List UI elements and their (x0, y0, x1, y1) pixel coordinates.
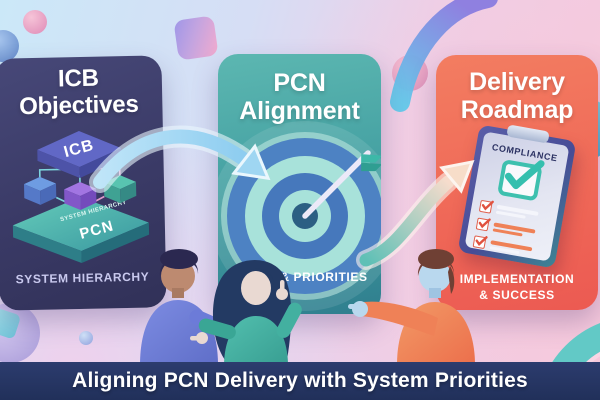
panel-pcn-title-line2: Alignment (239, 97, 360, 125)
panel-delivery-title-line2: Roadmap (460, 96, 574, 124)
person-blue-shirt (140, 249, 233, 365)
big-checkbox-icon (497, 159, 545, 202)
panel-delivery-title: Delivery Roadmap (436, 55, 598, 124)
raised-arm (276, 302, 302, 338)
pink-sphere-decoration (23, 10, 47, 34)
panel-delivery-caption: IMPLEMENTATION & SUCCESS (436, 271, 598, 303)
reaching-arm (361, 301, 438, 336)
red-check-icon (472, 235, 488, 250)
clipboard-paper: COMPLIANCE (464, 131, 570, 262)
panel-pcn-title-line1: PCN (273, 69, 326, 97)
person-teal-top-woman (190, 260, 302, 366)
pink-sphere-decoration (392, 55, 428, 91)
checklist-rows (465, 198, 558, 260)
panel-icb-title: ICB Objectives (0, 55, 163, 121)
panel-pcn-title: PCN Alignment (218, 54, 381, 125)
person-orange-shirt (348, 249, 475, 365)
small-sphere-decoration (79, 331, 93, 345)
red-check-icon (475, 217, 491, 232)
bottom-banner: Aligning PCN Delivery with System Priori… (0, 362, 600, 400)
dart-arrow-icon (302, 150, 381, 219)
purple-cube-decoration (173, 15, 219, 61)
compliance-clipboard-icon: COMPLIANCE (457, 124, 577, 269)
panel-delivery-title-line1: Delivery (469, 68, 565, 96)
banner-text: Aligning PCN Delivery with System Priori… (72, 369, 528, 392)
red-check-icon (478, 199, 494, 214)
panel-delivery-caption-line2: & SUCCESS (479, 288, 555, 303)
checklist-row (478, 199, 558, 225)
panel-delivery-caption-line1: IMPLEMENTATION (459, 272, 575, 286)
checklist-row (475, 217, 555, 243)
pointing-arm (198, 318, 236, 340)
blue-sphere-decoration (0, 30, 19, 62)
checklist-row (472, 235, 552, 260)
